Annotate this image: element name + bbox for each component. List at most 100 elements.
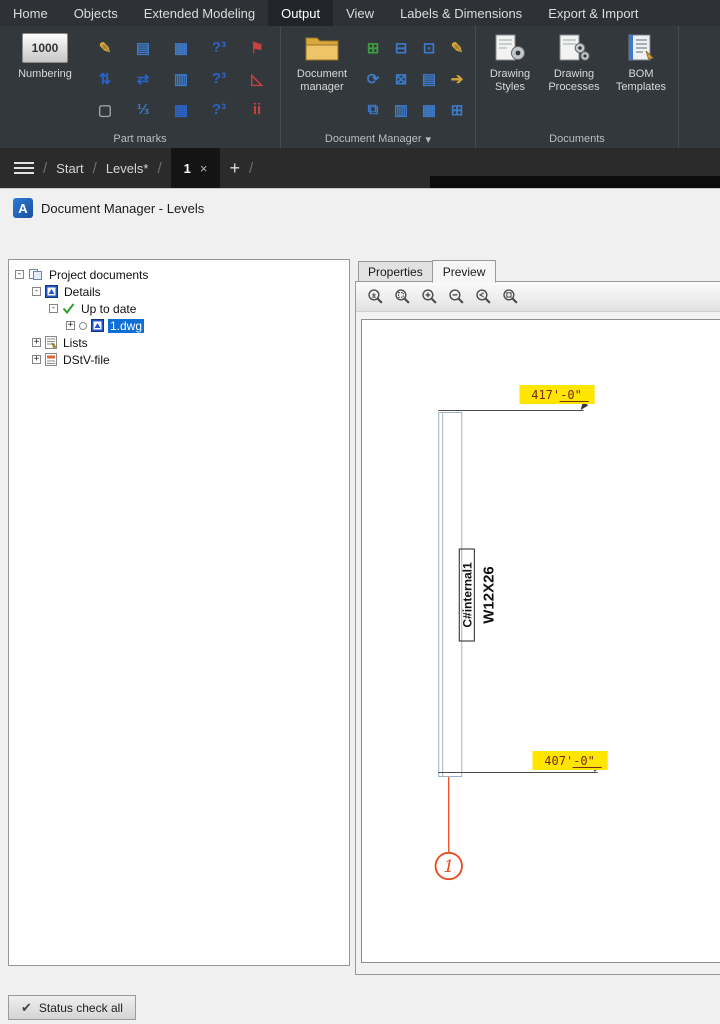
zoom-window-icon[interactable] bbox=[393, 288, 411, 306]
check-numbering2-icon[interactable]: ?³ bbox=[200, 63, 238, 94]
tree-item-details[interactable]: - Details bbox=[11, 283, 347, 300]
issue-drawing-icon[interactable]: ➔ bbox=[443, 63, 471, 94]
folder-icon bbox=[303, 33, 341, 63]
dialog-title-bar: A Document Manager - Levels bbox=[0, 189, 720, 227]
ribbon-tab-export-import[interactable]: Export & Import bbox=[535, 0, 651, 26]
file-tab-active[interactable]: 1 × bbox=[171, 148, 221, 188]
expand-icon[interactable]: + bbox=[32, 338, 41, 347]
part-marks-group-label: Part marks bbox=[4, 130, 276, 148]
tab-properties[interactable]: Properties bbox=[358, 261, 433, 282]
numbering-options-icon[interactable]: ▦ bbox=[162, 32, 200, 63]
drawing-processes-icon bbox=[557, 33, 591, 63]
ribbon-tab-objects[interactable]: Objects bbox=[61, 0, 131, 26]
collapse-icon[interactable]: - bbox=[15, 270, 24, 279]
remove-drawing-icon[interactable]: ⊟ bbox=[387, 32, 415, 63]
preview-drawing: 417'-0" 407'-0" C#internal1 W1 bbox=[362, 320, 720, 962]
grid-mark-icon[interactable]: ▦ bbox=[162, 94, 200, 125]
prefix-settings-icon[interactable]: ▤ bbox=[124, 32, 162, 63]
document-manager-button[interactable]: Document manager bbox=[285, 28, 359, 130]
add-sheet-icon[interactable]: ⊞ bbox=[443, 94, 471, 125]
drawing-styles-button[interactable]: Drawing Styles bbox=[480, 28, 540, 130]
ribbon-tab-labels-dimensions[interactable]: Labels & Dimensions bbox=[387, 0, 535, 26]
preview-canvas[interactable]: 417'-0" 407'-0" C#internal1 W1 bbox=[361, 319, 720, 963]
tree-item-label[interactable]: Lists bbox=[61, 336, 90, 350]
dstv-file-icon bbox=[45, 353, 57, 366]
menu-icon[interactable] bbox=[14, 162, 34, 174]
detail-drawing-icon[interactable]: ⊡ bbox=[415, 32, 443, 63]
tree-item-label[interactable]: Up to date bbox=[79, 302, 138, 316]
renumber-icon[interactable]: ⇅ bbox=[86, 63, 124, 94]
delete-drawing-icon[interactable]: ⊠ bbox=[387, 63, 415, 94]
tab-preview[interactable]: Preview bbox=[432, 260, 497, 283]
create-drawing-icon[interactable]: ⊞ bbox=[359, 32, 387, 63]
file-tab-start[interactable]: Start bbox=[56, 161, 83, 176]
zoom-in-icon[interactable] bbox=[420, 288, 438, 306]
ribbon-tab-view[interactable]: View bbox=[333, 0, 387, 26]
angle-mark-icon[interactable]: ◺ bbox=[238, 63, 276, 94]
status-circle-icon bbox=[79, 322, 87, 330]
app-logo-icon: A bbox=[13, 198, 33, 218]
edit-drawing-icon[interactable]: ✎ bbox=[443, 32, 471, 63]
collapse-icon[interactable]: - bbox=[49, 304, 58, 313]
ribbon-tab-output[interactable]: Output bbox=[268, 0, 333, 26]
bottom-level-text: 407'-0" bbox=[544, 754, 595, 768]
lists-icon bbox=[45, 336, 57, 349]
member-section-label: W12X26 bbox=[480, 566, 497, 624]
close-icon[interactable]: × bbox=[200, 161, 208, 176]
chevron-down-icon: ▾ bbox=[426, 133, 432, 146]
ribbon-tab-extended-modeling[interactable]: Extended Modeling bbox=[131, 0, 268, 26]
tab-separator: / bbox=[93, 160, 97, 177]
ribbon-group-documents: Drawing Styles Draw bbox=[476, 26, 679, 148]
zoom-extents-icon[interactable] bbox=[501, 288, 519, 306]
tree-item-label[interactable]: DStV-file bbox=[61, 353, 112, 367]
up-to-date-check-icon bbox=[62, 303, 75, 314]
box-mark-icon[interactable]: ▢ bbox=[86, 94, 124, 125]
tab-separator: / bbox=[249, 160, 253, 177]
file-tab-levels[interactable]: Levels* bbox=[106, 161, 149, 176]
tree-item-project-documents[interactable]: - Project documents bbox=[11, 266, 347, 283]
drawing-pages-icon[interactable]: ▦ bbox=[415, 94, 443, 125]
zoom-out-icon[interactable] bbox=[447, 288, 465, 306]
flag-marks-icon[interactable]: ⚑ bbox=[238, 32, 276, 63]
status-check-all-button[interactable]: ✔ Status check all bbox=[8, 995, 136, 1020]
series-numbering-icon[interactable]: ▥ bbox=[162, 63, 200, 94]
check-numbering3-icon[interactable]: ?³ bbox=[200, 94, 238, 125]
zoom-realtime-icon[interactable] bbox=[366, 288, 384, 306]
collapse-icon[interactable]: - bbox=[32, 287, 41, 296]
ratio-mark-icon[interactable]: ⅓ bbox=[124, 94, 162, 125]
zoom-previous-icon[interactable] bbox=[474, 288, 492, 306]
tree-item-label[interactable]: Project documents bbox=[47, 268, 150, 282]
tree-item-1-dwg[interactable]: + 1.dwg bbox=[11, 317, 347, 334]
swap-marks-icon[interactable]: ⇄ bbox=[124, 63, 162, 94]
ribbon-tab-home[interactable]: Home bbox=[0, 0, 61, 26]
tree-item-up-to-date[interactable]: - Up to date bbox=[11, 300, 347, 317]
tree-item-dstv-file[interactable]: + DStV-file bbox=[11, 351, 347, 368]
part-marks-tools: ✎ ▤ ▦ ?³ ⚑ ⇅ ⇄ ▥ ?³ ◺ ▢ ⅓ ▦ ?³ ii bbox=[86, 32, 276, 130]
copy-drawing-icon[interactable]: ⧉ bbox=[359, 94, 387, 125]
tab-separator: / bbox=[157, 160, 161, 177]
expand-icon[interactable]: + bbox=[32, 355, 41, 364]
svg-text:C#internal1: C#internal1 bbox=[460, 562, 474, 628]
check-numbering-icon[interactable]: ?³ bbox=[200, 32, 238, 63]
numbering-button[interactable]: 1000 Numbering bbox=[4, 28, 86, 130]
persons-icon[interactable]: ii bbox=[238, 94, 276, 125]
tree-item-label-selected[interactable]: 1.dwg bbox=[108, 319, 144, 333]
dwg-file-icon bbox=[91, 319, 104, 332]
drawing-list-icon[interactable]: ▤ bbox=[415, 63, 443, 94]
tree-item-label[interactable]: Details bbox=[62, 285, 103, 299]
expand-icon[interactable]: + bbox=[66, 321, 75, 330]
update-drawing-icon[interactable]: ⟳ bbox=[359, 63, 387, 94]
bom-templates-button[interactable]: BOM Templates bbox=[608, 28, 674, 130]
document-manager-group-label[interactable]: Document Manager ▾ bbox=[285, 130, 471, 148]
drawing-styles-icon bbox=[493, 33, 527, 63]
batch-drawing-icon[interactable]: ▥ bbox=[387, 94, 415, 125]
document-manager-tools: ⊞ ⊟ ⊡ ✎ ⟳ ⊠ ▤ ➔ ⧉ ▥ ▦ ⊞ bbox=[359, 32, 471, 130]
assign-marks-icon[interactable]: ✎ bbox=[86, 32, 124, 63]
drawing-processes-button[interactable]: Drawing Processes bbox=[540, 28, 608, 130]
details-icon bbox=[45, 285, 58, 298]
grid-bubble-number: 1 bbox=[443, 857, 454, 877]
ribbon-tab-bar: Home Objects Extended Modeling Output Vi… bbox=[0, 0, 720, 26]
new-tab-button[interactable]: + bbox=[229, 158, 240, 179]
tree-item-lists[interactable]: + Lists bbox=[11, 334, 347, 351]
